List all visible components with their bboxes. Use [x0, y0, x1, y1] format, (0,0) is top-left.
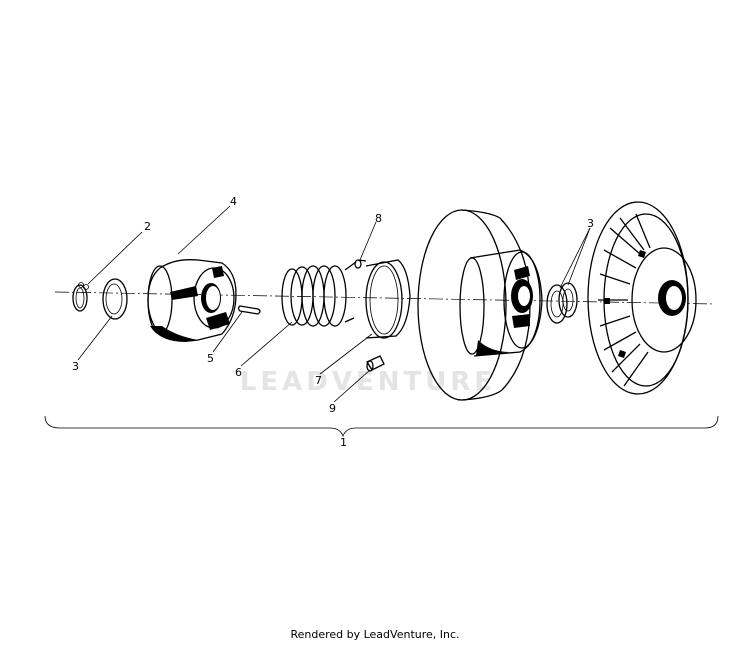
fixed-sheave [587, 201, 697, 395]
assembly-bracket [44, 415, 719, 438]
pin [237, 305, 261, 315]
callout-9: 9 [329, 402, 336, 415]
bushing-pair [546, 282, 578, 324]
callout-5: 5 [207, 352, 214, 365]
callout-8: 8 [375, 212, 382, 225]
watermark: LEADVENTURE [240, 367, 496, 397]
movable-sheave [417, 209, 543, 401]
bolt [366, 355, 385, 372]
footer-credit: Rendered by LeadVenture, Inc. [290, 628, 460, 641]
cam-helix [147, 259, 237, 342]
spring [281, 261, 357, 327]
washer-left [102, 278, 128, 320]
center-axis [54, 291, 716, 305]
callout-3-left: 3 [72, 360, 79, 373]
callout-3-right: 3 [587, 217, 594, 230]
callout-1: 1 [340, 436, 347, 449]
callout-7: 7 [315, 374, 322, 387]
callout-2: 2 [144, 220, 151, 233]
roll-pin [354, 259, 367, 269]
leader-lines [77, 205, 591, 403]
snap-ring [72, 282, 89, 312]
button-band [365, 259, 411, 339]
callout-4: 4 [230, 195, 237, 208]
callout-6: 6 [235, 366, 242, 379]
